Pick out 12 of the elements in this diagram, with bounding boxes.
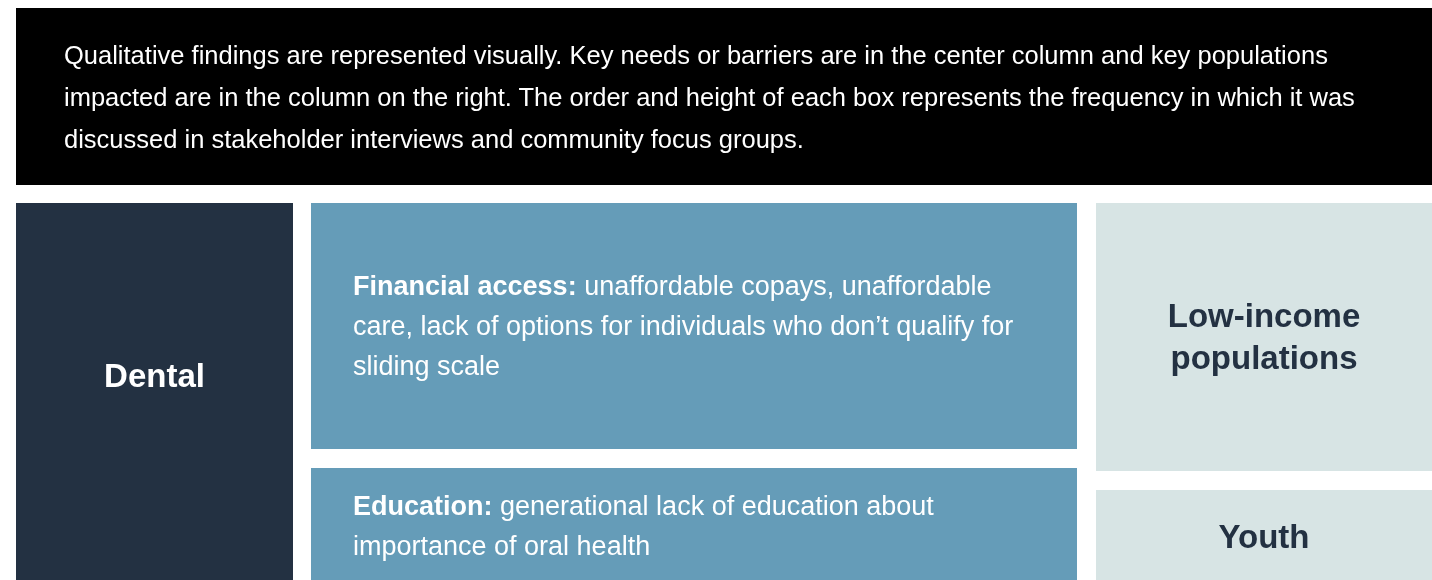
barrier-text: Financial access: unaffordable copays, unaffordable care, lack of options for individuals who don’t qualify for sliding scale (353, 270, 1015, 383)
category-box (16, 203, 293, 580)
population-box (1096, 490, 1432, 580)
category-label: Dental (104, 356, 205, 396)
banner-box (16, 8, 1432, 185)
barrier-box (311, 468, 1077, 580)
population-label: Youth (1218, 517, 1310, 557)
population-box (1096, 203, 1432, 471)
description-text: Qualitative findings are represented visually. Key needs or barriers are in the center column and key populations impacted are in the column on the right. The order and height of each box represents the frequency in which it was discussed in stakeholder interviews and community focus groups. (64, 39, 1356, 155)
barrier-text: Education: generational lack of education about importance of oral health (353, 490, 935, 563)
population-label: Low-income populations (1166, 296, 1362, 378)
barrier-box (311, 203, 1077, 449)
